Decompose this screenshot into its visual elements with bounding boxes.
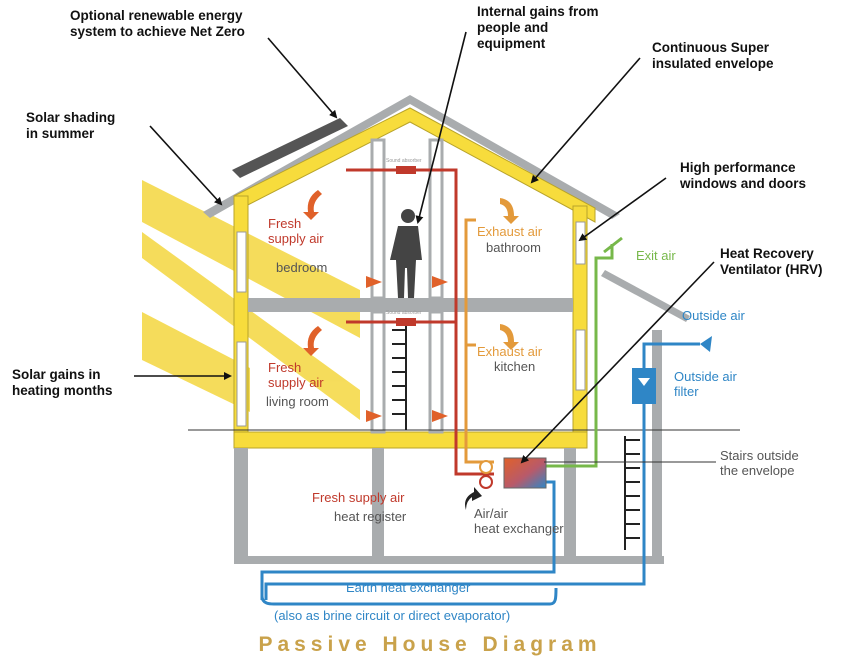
label-outside-air-filter: Outside air filter	[674, 369, 737, 399]
airflow-arrows	[303, 190, 712, 510]
exhaust-duct	[464, 218, 494, 464]
label-heat-register-fresh-supply: Fresh supply air	[312, 490, 405, 505]
callout-high-performance-windows: High performance windows and doors	[680, 160, 807, 191]
label-kitchen: kitchen	[494, 359, 536, 374]
label-earth-heat-exchanger-note: (also as brine circuit or direct evapora…	[274, 608, 511, 623]
leader-lines	[134, 31, 716, 464]
callout-super-insulated-envelope: Continuous Super insulated envelope	[652, 40, 774, 71]
label-kitchen-exhaust: Exhaust air	[477, 344, 543, 359]
solar-panel	[232, 118, 348, 178]
sound-absorbers	[396, 166, 416, 326]
label-bedroom-fresh-supply: Fresh supply air	[268, 216, 324, 246]
callout-solar-gains: Solar gains in heating months	[12, 367, 113, 398]
label-bathroom: bathroom	[486, 240, 541, 255]
envelope	[188, 138, 740, 564]
person-silhouette	[390, 209, 422, 298]
label-living-fresh-supply: Fresh supply air	[268, 360, 324, 390]
label-earth-heat-exchanger: Earth heat exchanger	[346, 580, 471, 595]
callout-solar-shading: Solar shading in summer	[26, 110, 116, 141]
label-exit-air: Exit air	[636, 248, 676, 263]
callout-internal-gains: Internal gains from people and equipment	[477, 4, 599, 51]
label-sound-absorber-lower: Sound absorber	[386, 310, 422, 316]
stairs	[392, 322, 640, 550]
diagram-caption: Passive House Diagram	[258, 633, 602, 656]
callout-renewable-energy: Optional renewable energy system to achi…	[70, 8, 245, 39]
label-living-room: living room	[266, 394, 329, 409]
label-air-heat-exchanger: Air/air heat exchanger	[474, 506, 564, 536]
label-stairs-outside-envelope: Stairs outside the envelope	[720, 448, 799, 478]
label-outside-air: Outside air	[682, 308, 745, 323]
label-bathroom-exhaust: Exhaust air	[477, 224, 543, 239]
exit-duct	[540, 236, 623, 468]
callout-hrv: Heat Recovery Ventilator (HRV)	[720, 246, 823, 277]
earth-heat-exchanger-loop	[260, 587, 558, 606]
label-sound-absorber-upper: Sound absorber	[386, 158, 422, 164]
label-bedroom: bedroom	[276, 260, 328, 275]
label-heat-register: heat register	[334, 509, 407, 524]
outside-air-filter	[632, 368, 656, 404]
